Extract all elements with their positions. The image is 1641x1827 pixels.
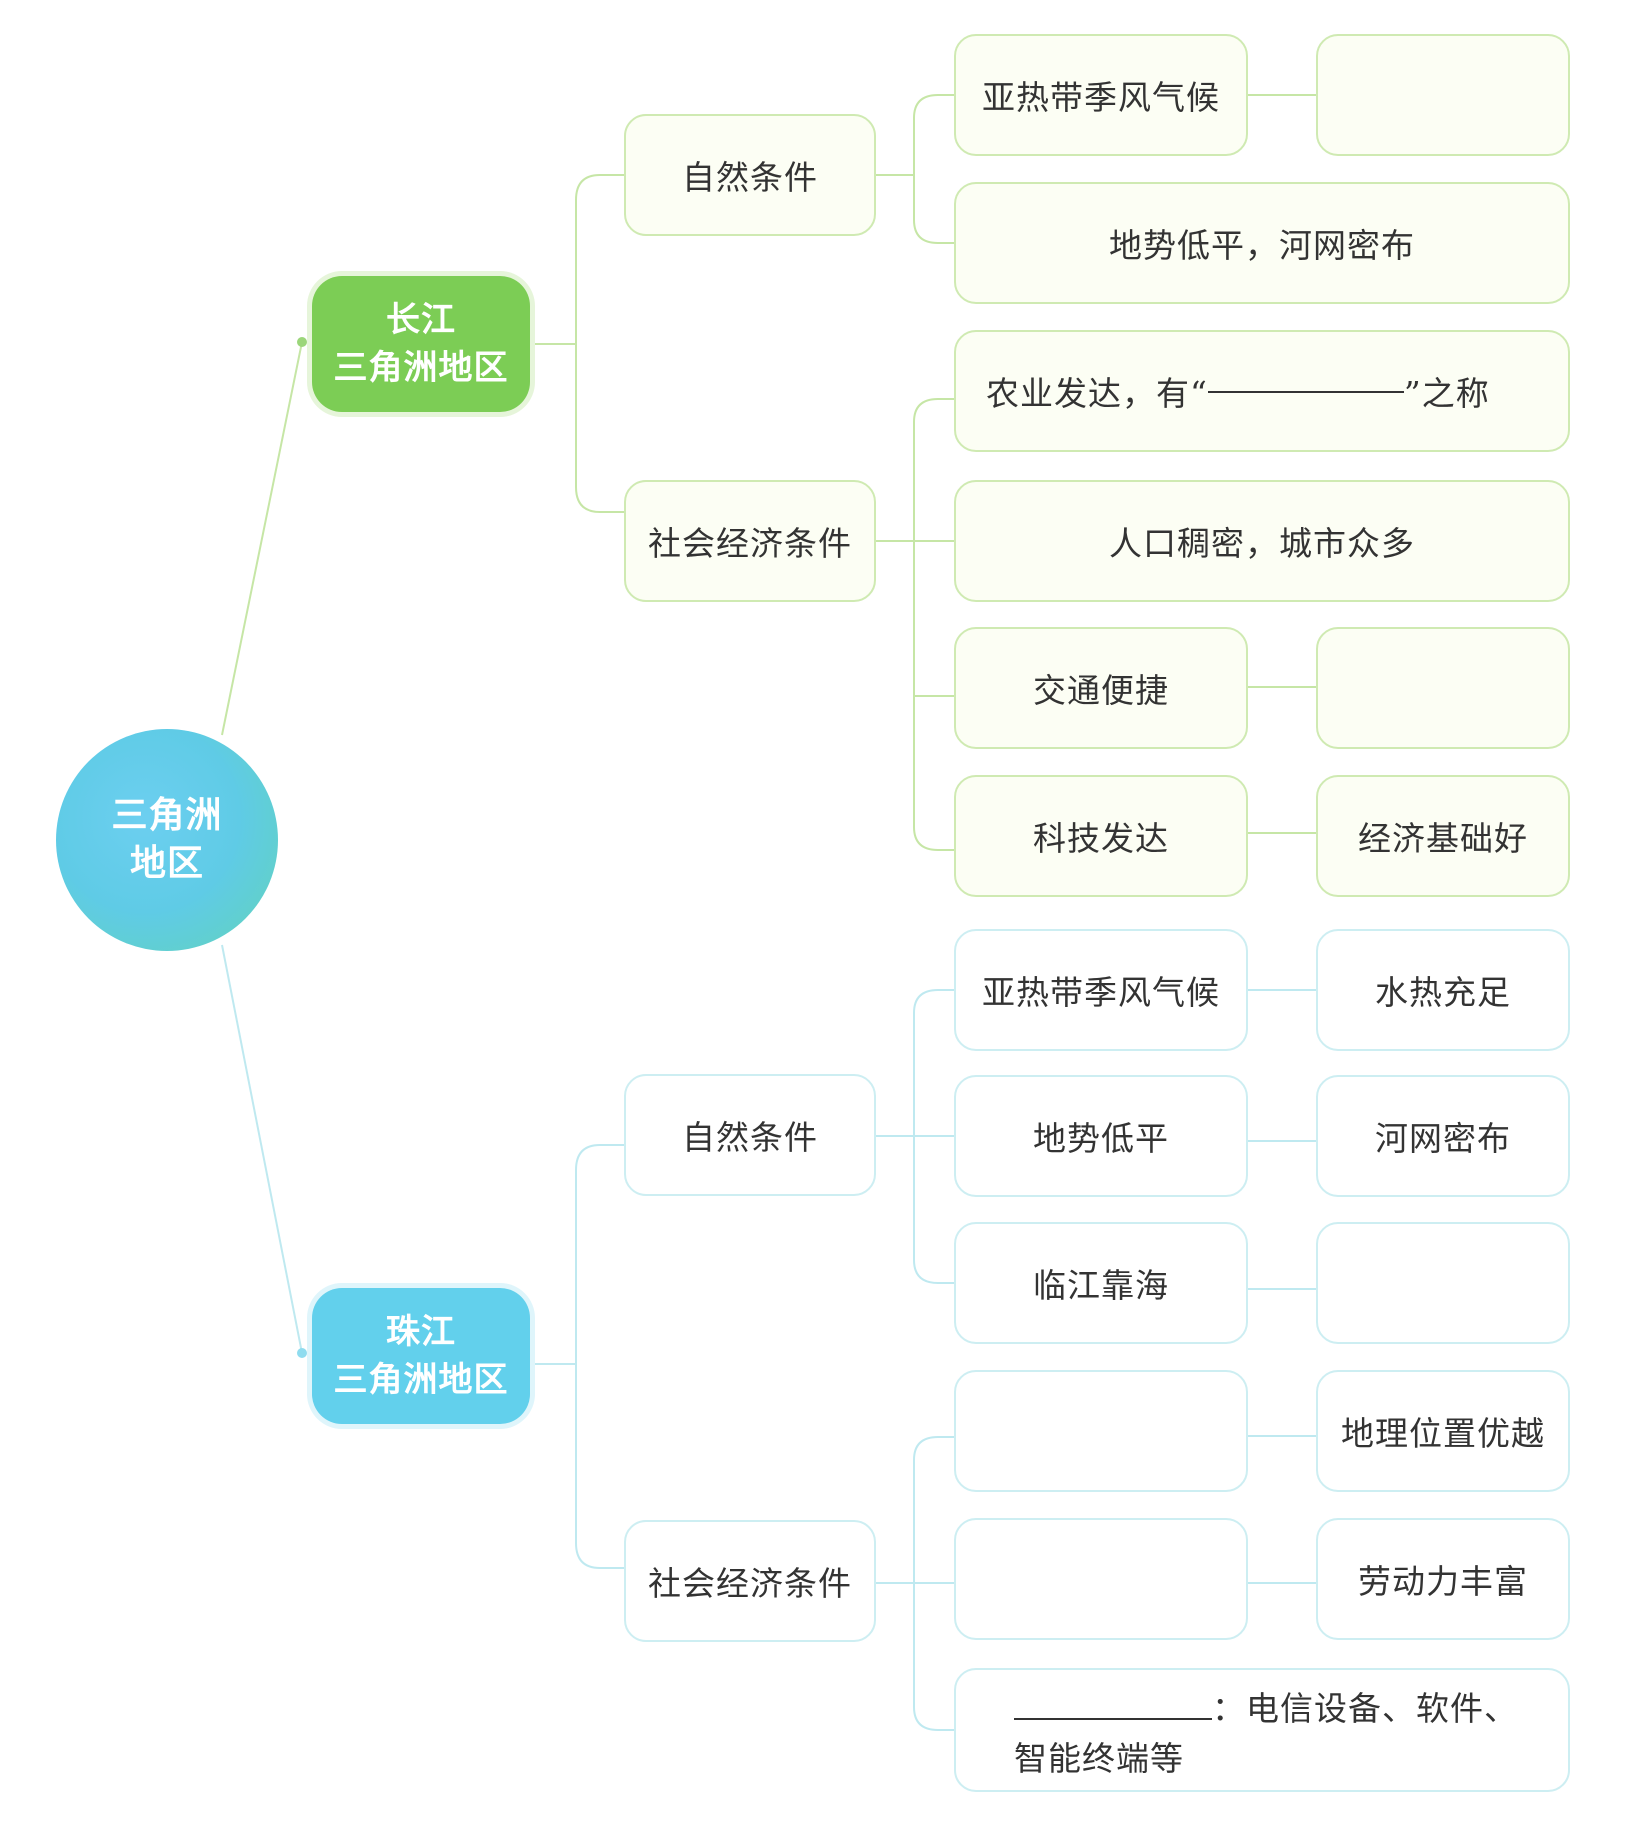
yangtze-delta-node: 长江 三角洲地区 [312,276,530,412]
yangtze-terrain-node: 地势低平，河网密布 [954,182,1570,304]
yangtze-transport-result-blank [1316,627,1570,749]
yangtze-agri-blank [1207,390,1404,393]
yangtze-population-node: 人口稠密，城市众多 [954,480,1570,602]
pearl-industry-line1: ：电信设备、软件、 [1014,1684,1518,1734]
pearl-title-line1: 珠江 [386,1312,456,1352]
pearl-location-result-blank [1316,1222,1570,1344]
yangtze-tech-result-node: 经济基础好 [1316,775,1570,897]
pearl-natural-node: 自然条件 [624,1074,876,1196]
pearl-climate-node: 亚热带季风气候 [954,929,1248,1051]
pearl-factor1-blank [954,1370,1248,1492]
pearl-location-node: 临江靠海 [954,1222,1248,1344]
yangtze-natural-node: 自然条件 [624,114,876,236]
pearl-title-line2: 三角洲地区 [333,1360,509,1400]
yangtze-title-line1: 长江 [386,300,456,340]
pearl-industry-suffix: ：电信设备、软件、 [1212,1689,1518,1728]
pearl-climate-result-node: 水热充足 [1316,929,1570,1051]
yangtze-tech-node: 科技发达 [954,775,1248,897]
yangtze-agriculture-node: 农业发达，有“ ”之称 [954,330,1570,452]
pearl-terrain-node: 地势低平 [954,1075,1248,1197]
root-line2: 地区 [129,843,204,884]
yangtze-climate-node: 亚热带季风气候 [954,34,1248,156]
yangtze-transport-node: 交通便捷 [954,627,1248,749]
pearl-social-node: 社会经济条件 [624,1520,876,1642]
pearl-industry-blank [1014,1717,1212,1720]
yangtze-climate-result-blank [1316,34,1570,156]
pearl-factor1-result-node: 地理位置优越 [1316,1370,1570,1492]
yangtze-agri-suffix: ”之称 [1403,374,1490,413]
yangtze-agri-prefix: 农业发达，有“ [986,374,1208,413]
yangtze-title-line2: 三角洲地区 [333,348,509,388]
root-node: 三角洲 地区 [56,729,278,951]
yangtze-social-node: 社会经济条件 [624,480,876,602]
pearl-industry-line2: 智能终端等 [1014,1739,1184,1778]
pearl-delta-node: 珠江 三角洲地区 [312,1288,530,1424]
root-line1: 三角洲 [111,795,223,836]
pearl-terrain-result-node: 河网密布 [1316,1075,1570,1197]
pearl-industry-node: ：电信设备、软件、 智能终端等 [954,1668,1570,1792]
pearl-factor2-result-node: 劳动力丰富 [1316,1518,1570,1640]
pearl-factor2-blank [954,1518,1248,1640]
